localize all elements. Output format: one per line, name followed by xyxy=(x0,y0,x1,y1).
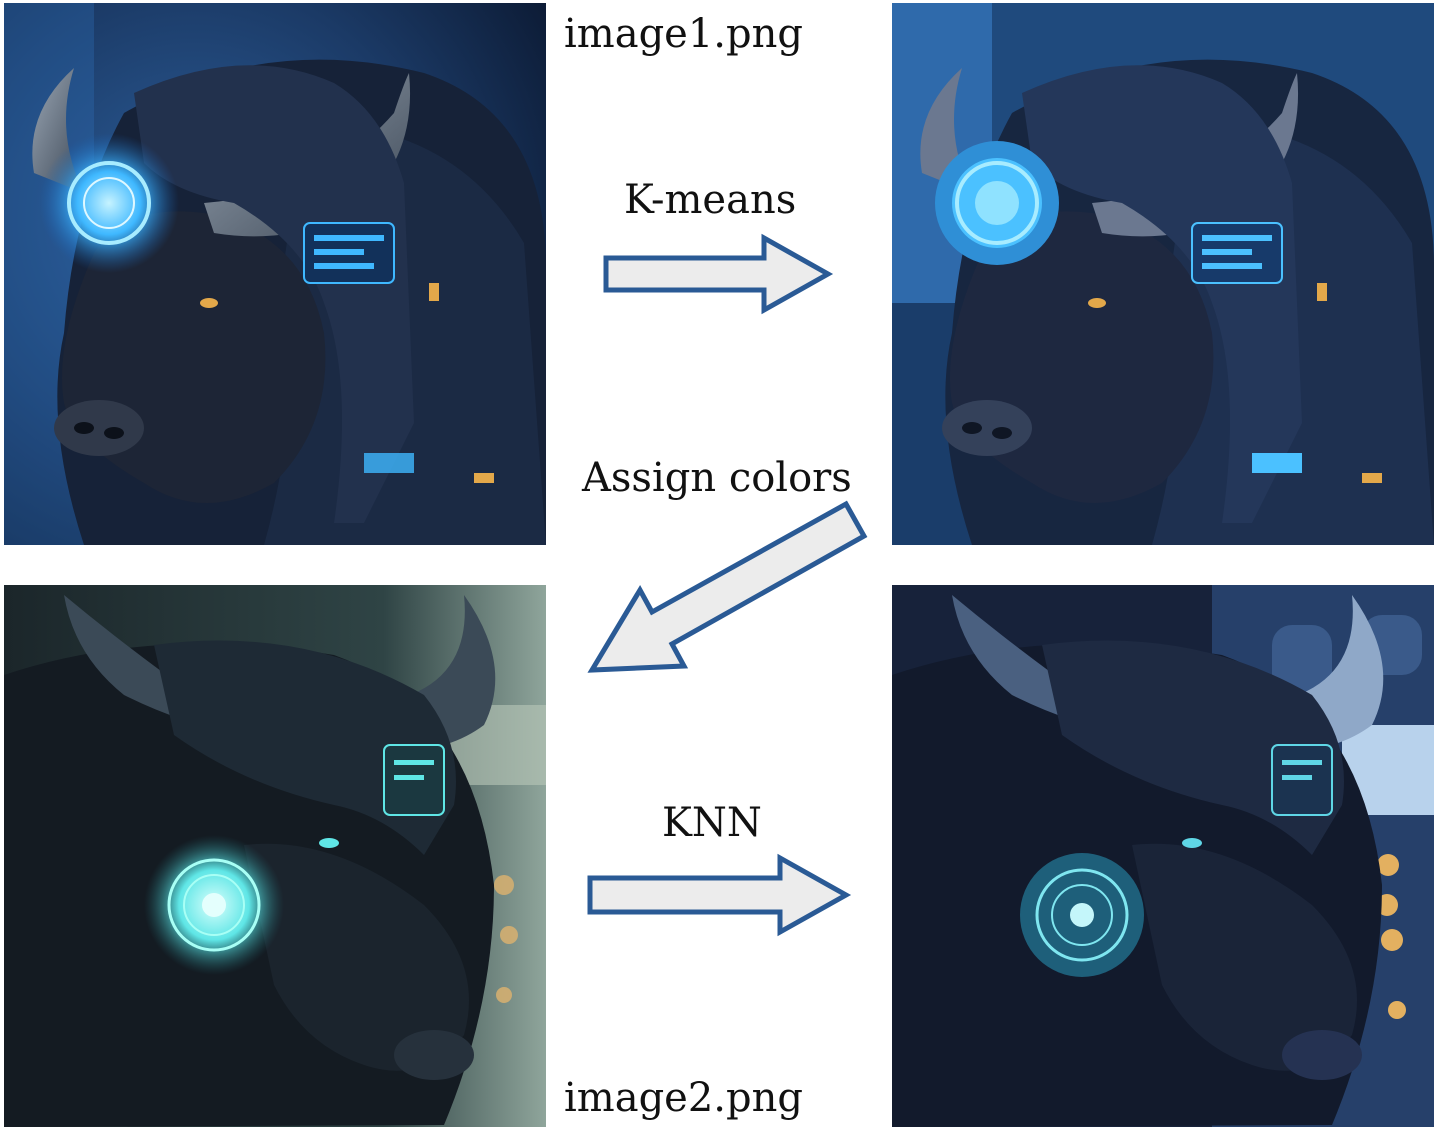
bull-recolored-art xyxy=(892,585,1434,1127)
bull-teal-art xyxy=(4,585,546,1127)
image2-label: image2.png xyxy=(564,1075,803,1121)
image2-original xyxy=(4,585,546,1127)
bison-quantized-art xyxy=(892,3,1434,545)
kmeans-arrow-icon xyxy=(603,233,834,315)
image1-label: image1.png xyxy=(564,11,803,57)
knn-arrow-icon xyxy=(587,853,852,937)
image1-original xyxy=(4,3,546,545)
bison-blue-art xyxy=(4,3,546,545)
assign-colors-arrow-icon xyxy=(587,500,868,673)
image2-knn-result xyxy=(892,585,1434,1127)
image1-kmeans-result xyxy=(892,3,1434,545)
knn-label: KNN xyxy=(662,800,762,846)
kmeans-label: K-means xyxy=(624,177,797,223)
assign-colors-label: Assign colors xyxy=(582,455,852,501)
